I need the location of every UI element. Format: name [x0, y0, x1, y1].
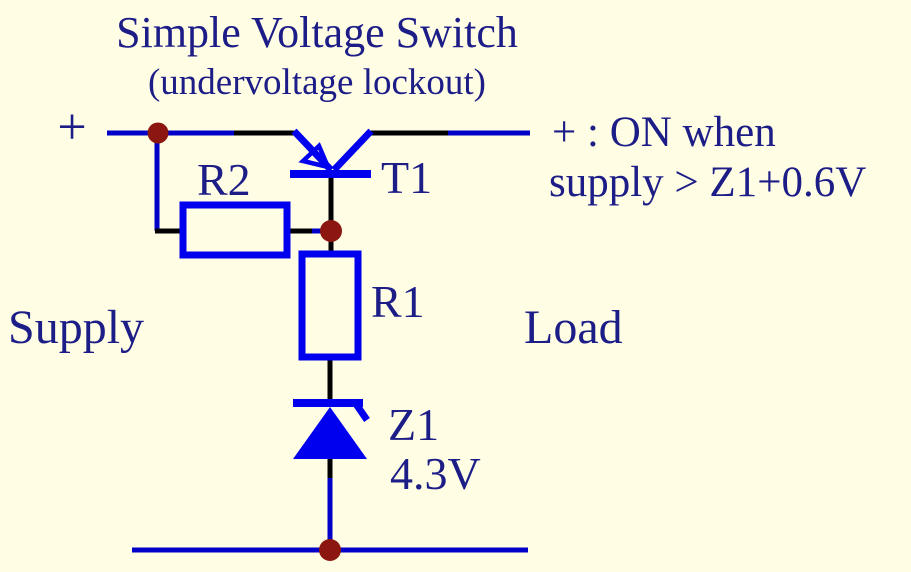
- r1-ref-label: R1: [371, 276, 425, 327]
- z1-anode-triangle: [293, 407, 367, 459]
- t1-emitter-arrow-icon: [298, 142, 332, 171]
- note-line2: supply > Z1+0.6V: [549, 159, 866, 206]
- t1-collector-lead: [331, 128, 374, 173]
- resistor-r2-body: [179, 201, 291, 259]
- zener-z1-symbol: [293, 399, 370, 459]
- junction-dot-base: [320, 220, 342, 242]
- note-line1: + : ON when: [552, 109, 776, 156]
- r2-ref-label: R2: [197, 154, 251, 205]
- z1-zener-tail: [353, 402, 370, 422]
- schematic-subtitle: (undervoltage lockout): [148, 62, 486, 103]
- resistor-r1-body: [298, 250, 362, 361]
- supply-plus-terminal-label: +: [57, 99, 86, 156]
- junction-dot-ground: [319, 539, 341, 561]
- supply-label: Supply: [8, 301, 144, 354]
- z1-ref-label: Z1: [388, 399, 439, 450]
- load-label: Load: [524, 301, 623, 354]
- z1-value-label: 4.3V: [390, 448, 481, 499]
- transistor-t1-symbol: [290, 128, 374, 178]
- t1-ref-label: T1: [381, 152, 432, 203]
- schematic-title: Simple Voltage Switch: [116, 8, 518, 57]
- junction-dot-supply: [147, 122, 169, 144]
